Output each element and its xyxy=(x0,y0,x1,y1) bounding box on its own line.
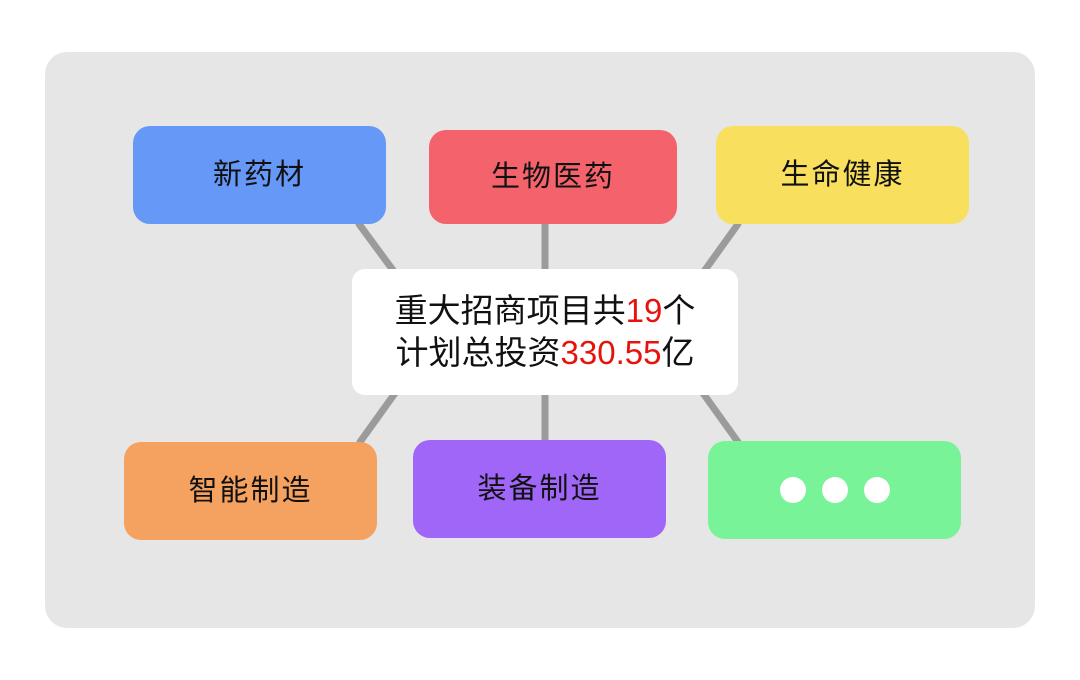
summary-investment-amount: 330.55 xyxy=(560,334,662,371)
node-more[interactable] xyxy=(708,441,961,539)
summary-line-projects: 重大招商项目共19个 xyxy=(395,290,696,332)
summary-projects-suffix: 个 xyxy=(662,291,696,329)
center-summary-card: 重大招商项目共19个 计划总投资330.55亿 xyxy=(352,269,738,395)
node-life-health[interactable]: 生命健康 xyxy=(716,126,969,224)
node-equipment-manufacturing-label: 装备制造 xyxy=(477,472,602,505)
summary-investment-prefix: 计划总投资 xyxy=(395,334,561,371)
node-new-medicinal[interactable]: 新药材 xyxy=(133,126,386,224)
node-smart-manufacturing[interactable]: 智能制造 xyxy=(124,442,377,540)
ellipsis-dot-2 xyxy=(821,477,848,503)
ellipsis-icon xyxy=(779,477,890,503)
node-smart-manufacturing-label: 智能制造 xyxy=(188,474,313,507)
node-new-medicinal-label: 新药材 xyxy=(212,158,306,191)
summary-line-investment: 计划总投资330.55亿 xyxy=(396,332,695,374)
node-life-health-label: 生命健康 xyxy=(780,158,905,191)
ellipsis-dot-1 xyxy=(779,477,806,503)
summary-investment-suffix: 亿 xyxy=(661,334,695,371)
node-equipment-manufacturing[interactable]: 装备制造 xyxy=(413,440,666,538)
summary-projects-prefix: 重大招商项目共 xyxy=(394,291,626,329)
ellipsis-dot-3 xyxy=(863,477,890,503)
node-biopharma-label: 生物医药 xyxy=(490,160,615,193)
summary-projects-count: 19 xyxy=(625,291,663,329)
node-biopharma[interactable]: 生物医药 xyxy=(429,130,677,224)
